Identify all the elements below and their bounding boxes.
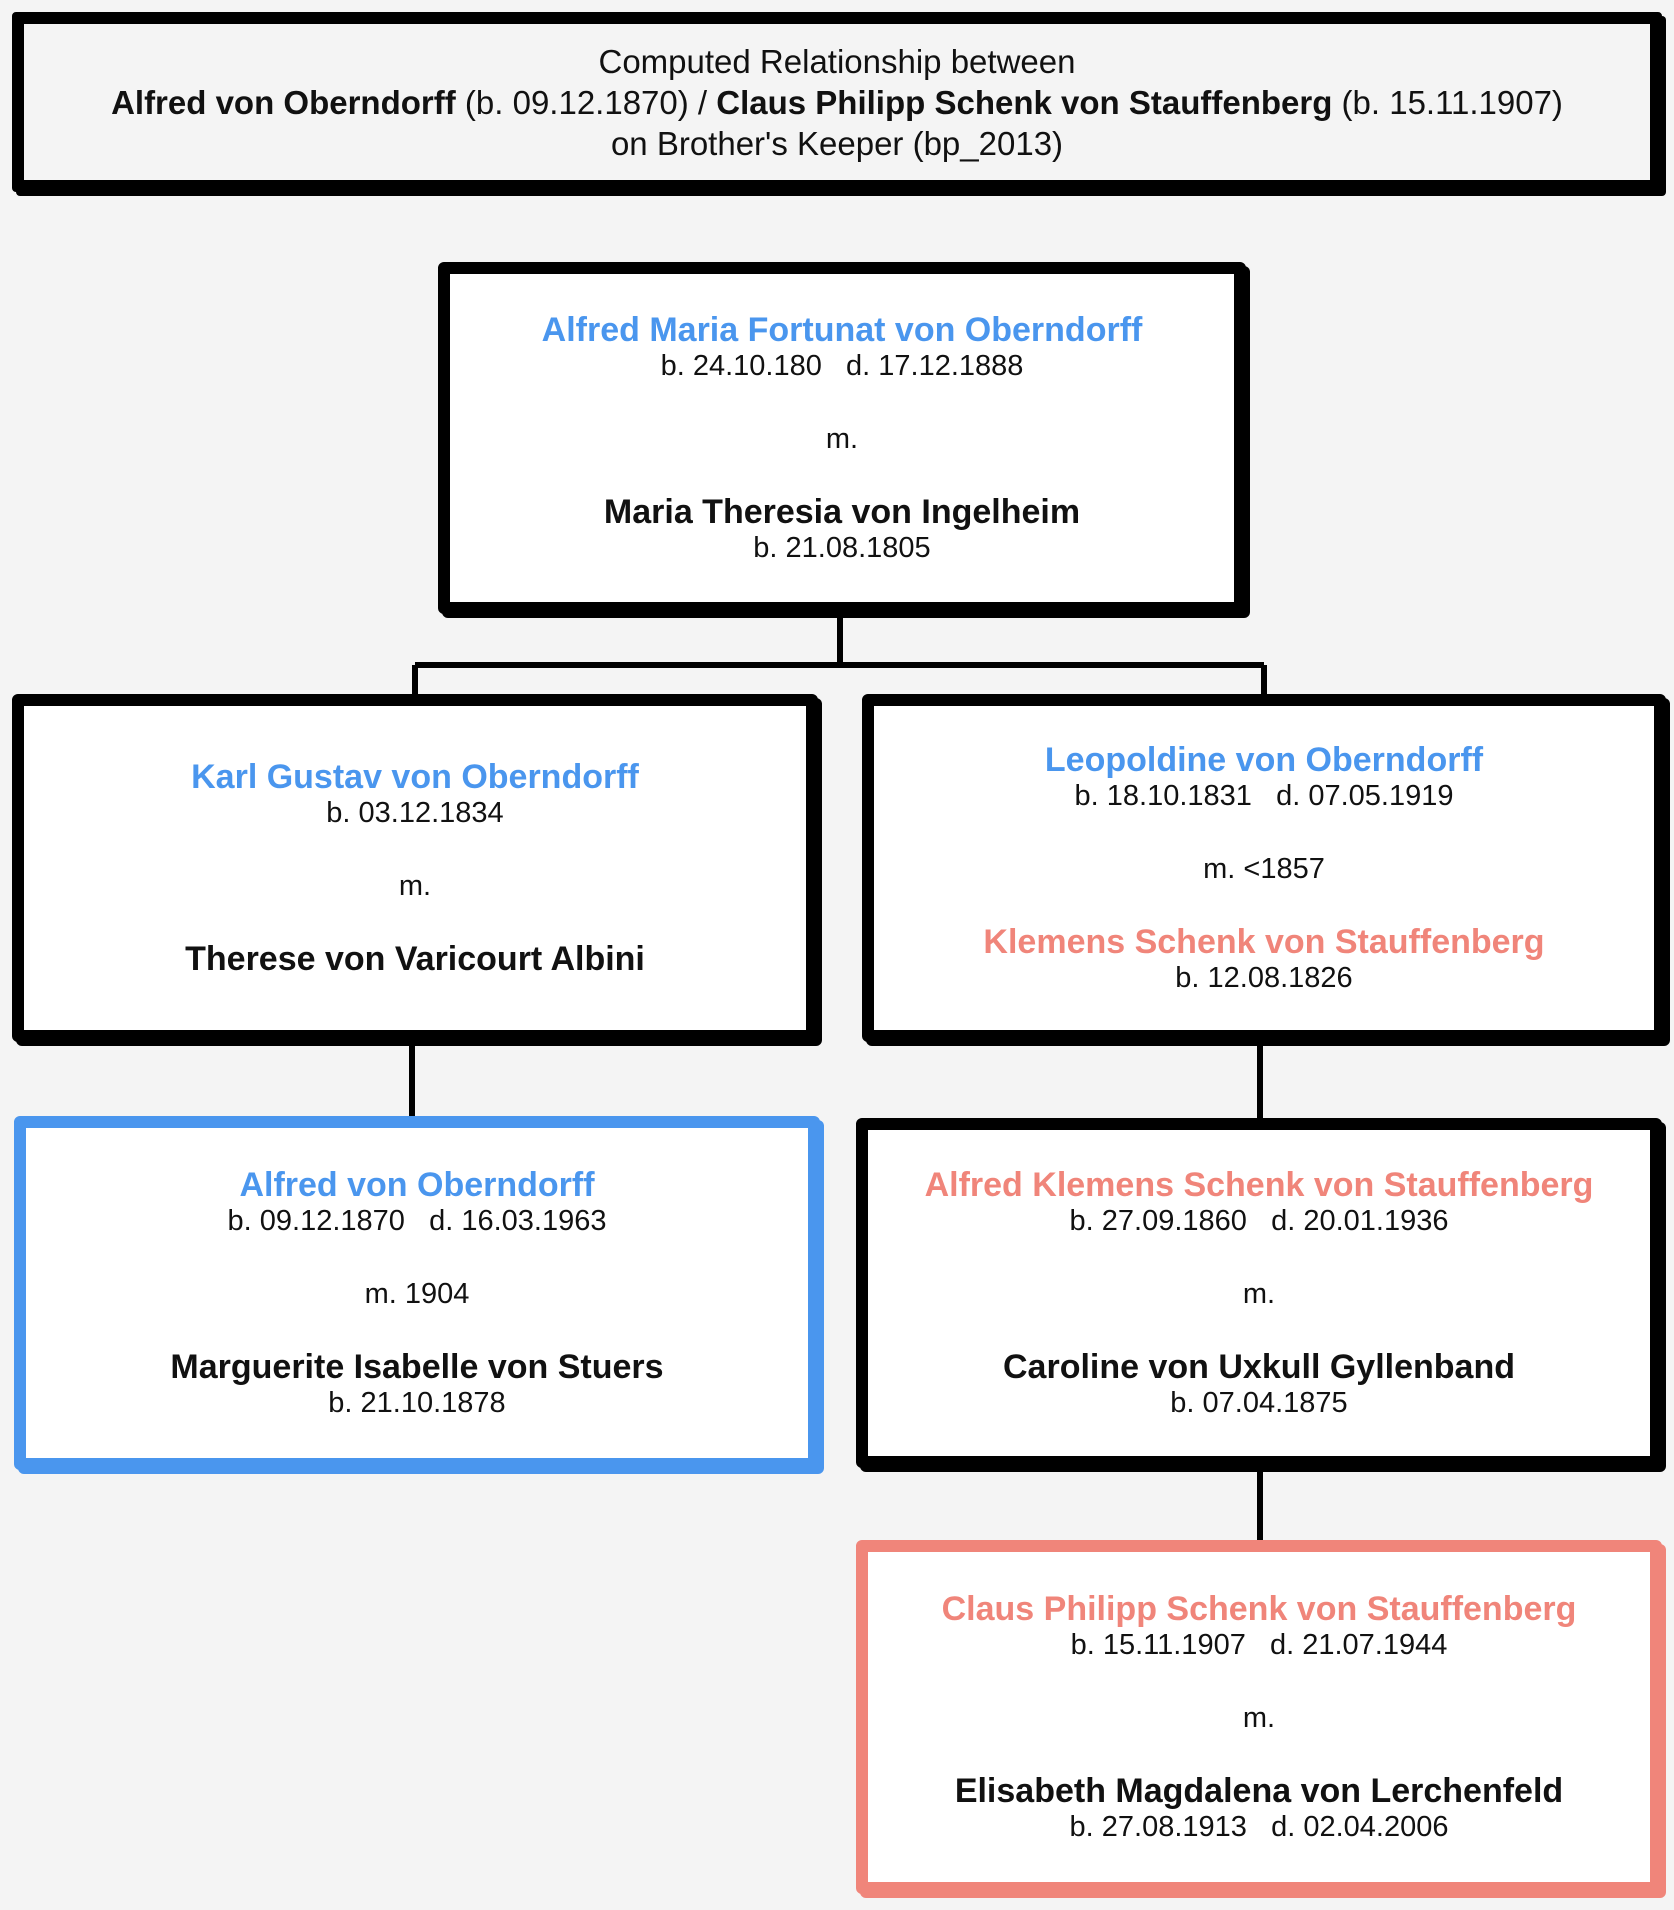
- person-dates: b. 15.11.1907 d. 21.07.1944: [1070, 1628, 1448, 1661]
- person-dates: b. 09.12.1870 d. 16.03.1963: [227, 1204, 607, 1237]
- header-person2-birth: (b. 15.11.1907): [1341, 83, 1563, 121]
- person-name[interactable]: Leopoldine von Oberndorff: [1044, 740, 1484, 779]
- spouse-name[interactable]: Therese von Varicourt Albini: [185, 940, 645, 978]
- couple-box-right2[interactable]: Alfred Klemens Schenk von Stauffenberg b…: [856, 1118, 1662, 1468]
- couple-box-left2-start-person[interactable]: Alfred von Oberndorff b. 09.12.1870 d. 1…: [14, 1116, 820, 1470]
- marriage-label: m. <1857: [1203, 852, 1325, 885]
- header-person1-birth: (b. 09.12.1870): [464, 83, 689, 121]
- header-person1-name: Alfred von Oberndorff: [111, 83, 456, 121]
- person-dates: b. 18.10.1831 d. 07.05.1919: [1074, 779, 1454, 812]
- couple-box-right3-end-person[interactable]: Claus Philipp Schenk von Stauffenberg b.…: [856, 1540, 1662, 1894]
- couple-box-left1[interactable]: Karl Gustav von Oberndorff b. 03.12.1834…: [12, 694, 818, 1042]
- person-dates: b. 24.10.180 d. 17.12.1888: [660, 349, 1024, 382]
- couple-box-root[interactable]: Alfred Maria Fortunat von Oberndorff b. …: [438, 262, 1246, 614]
- spouse-dates: b. 12.08.1826: [1175, 961, 1353, 994]
- marriage-label: m.: [825, 422, 859, 455]
- person-name[interactable]: Alfred von Oberndorff: [239, 1165, 595, 1204]
- spouse-dates: b. 07.04.1875: [1170, 1386, 1348, 1419]
- person-name[interactable]: Karl Gustav von Oberndorff: [191, 758, 639, 796]
- person-name[interactable]: Alfred Maria Fortunat von Oberndorff: [541, 310, 1143, 349]
- marriage-label: m. 1904: [364, 1277, 470, 1310]
- spouse-name[interactable]: Marguerite Isabelle von Stuers: [170, 1347, 664, 1386]
- spouse-dates: b. 27.08.1913 d. 02.04.2006: [1069, 1810, 1449, 1843]
- spouse-dates: b. 21.08.1805: [753, 531, 931, 564]
- spouse-dates: b. 21.10.1878: [328, 1386, 506, 1419]
- header-person2-name: Claus Philipp Schenk von Stauffenberg: [716, 83, 1333, 121]
- person-name[interactable]: Alfred Klemens Schenk von Stauffenberg: [924, 1165, 1594, 1204]
- header-line1: Computed Relationship between: [598, 42, 1076, 80]
- header-line2: Alfred von Oberndorff (b. 09.12.1870) / …: [111, 82, 1563, 123]
- spouse-name[interactable]: Caroline von Uxkull Gyllenband: [1003, 1347, 1515, 1386]
- chart-header: Computed Relationship between Alfred von…: [12, 12, 1662, 192]
- marriage-label: m.: [1242, 1277, 1276, 1310]
- header-separator: /: [697, 83, 708, 121]
- marriage-label: m.: [1242, 1701, 1276, 1734]
- person-dates: b. 27.09.1860 d. 20.01.1936: [1069, 1204, 1449, 1237]
- person-dates: b. 03.12.1834: [326, 797, 504, 829]
- header-line3: on Brother's Keeper (bp_2013): [610, 124, 1064, 162]
- spouse-name[interactable]: Elisabeth Magdalena von Lerchenfeld: [954, 1771, 1564, 1810]
- person-name[interactable]: Claus Philipp Schenk von Stauffenberg: [941, 1589, 1577, 1628]
- spouse-name[interactable]: Klemens Schenk von Stauffenberg: [983, 922, 1545, 961]
- couple-box-right1[interactable]: Leopoldine von Oberndorff b. 18.10.1831 …: [862, 694, 1666, 1042]
- spouse-name[interactable]: Maria Theresia von Ingelheim: [603, 492, 1081, 531]
- marriage-label: m.: [398, 870, 432, 902]
